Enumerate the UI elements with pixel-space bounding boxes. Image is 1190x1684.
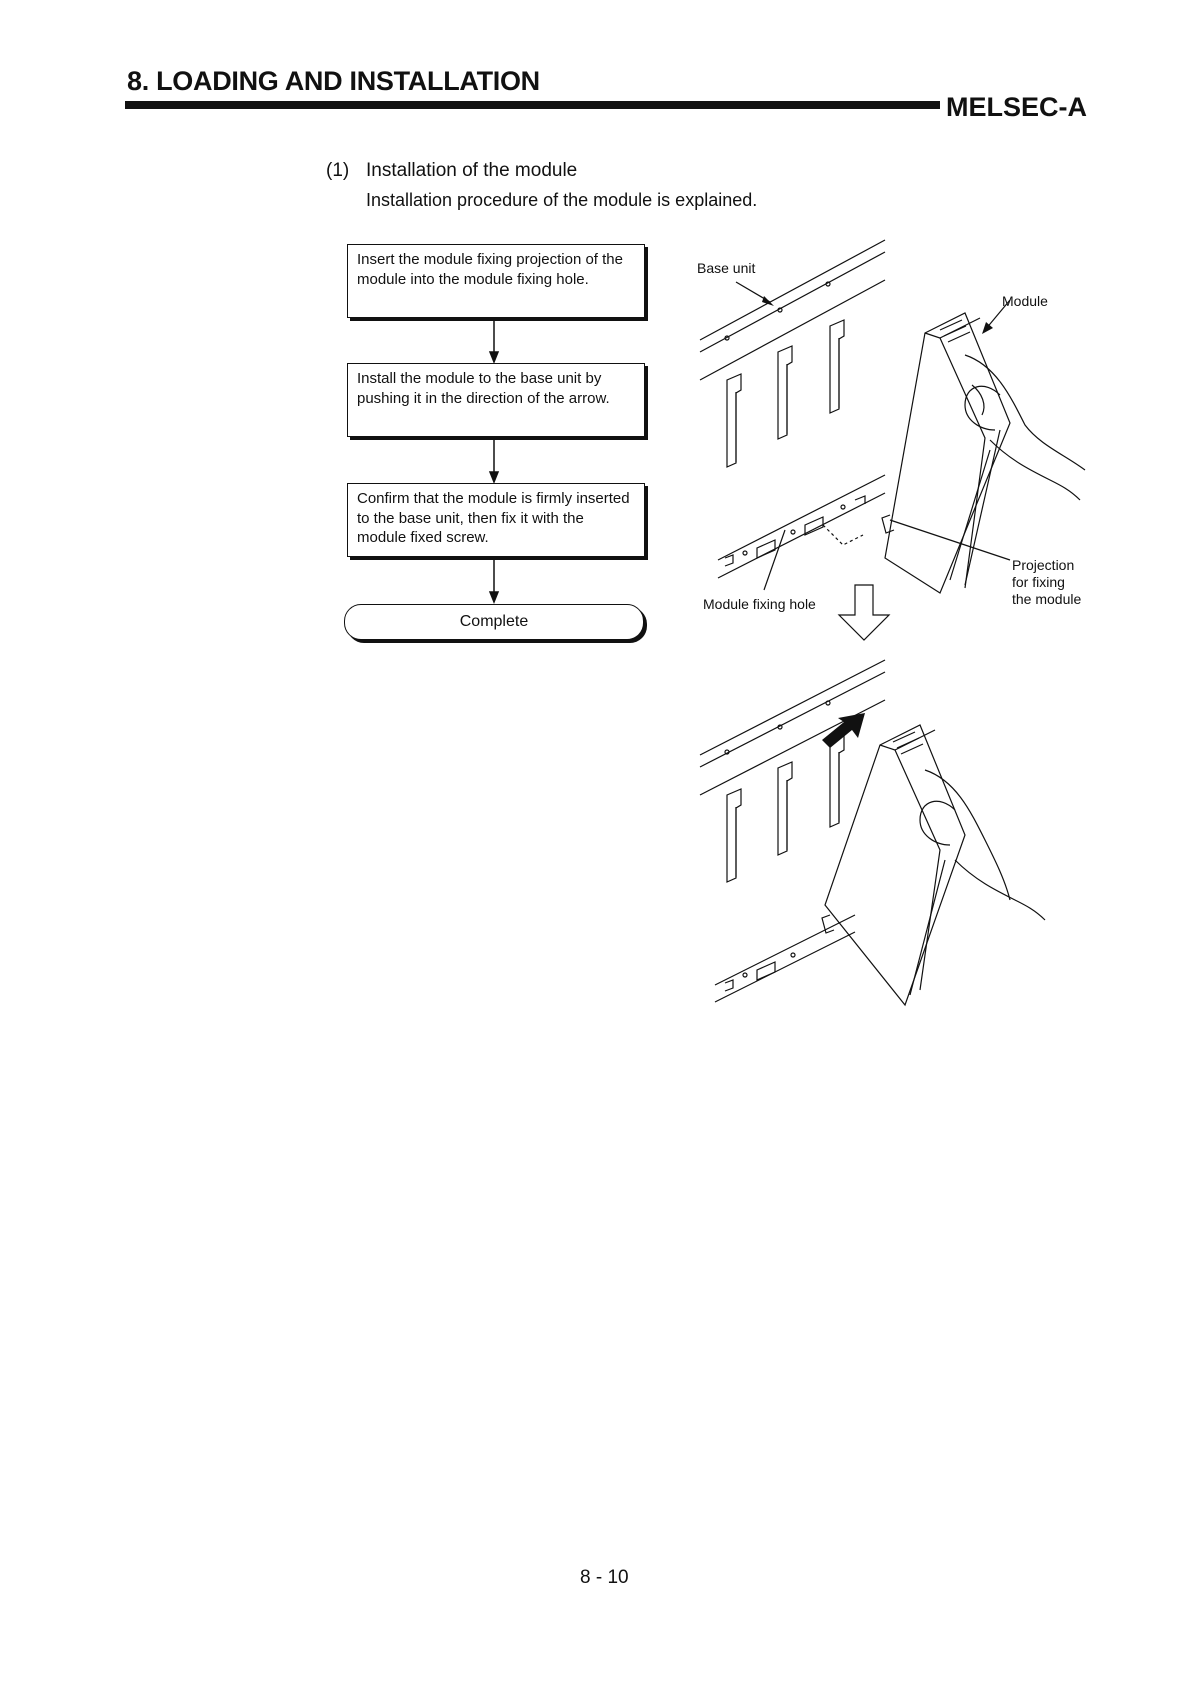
fixing-hole-leader [763, 529, 786, 591]
section-title: Installation of the module [366, 160, 578, 181]
flow-arrowhead-1 [488, 351, 500, 365]
flow-step-1: Insert the module fixing projection of t… [347, 244, 645, 318]
label-projection-line1: Projection [1012, 557, 1075, 573]
label-projection-line2: for fixing [1012, 574, 1065, 590]
projection-leader [889, 519, 1011, 561]
flow-step-2: Install the module to the base unit by p… [347, 363, 645, 437]
base-unit-drawing-top [699, 239, 886, 579]
chapter-title: 8. LOADING AND INSTALLATION [127, 66, 540, 96]
label-base-unit: Base unit [697, 260, 756, 276]
push-direction-arrow-icon [822, 713, 865, 748]
base-unit-drawing-bottom [699, 659, 886, 1003]
header-rule [125, 101, 940, 109]
section-number: (1) [326, 160, 350, 181]
flow-step-3: Confirm that the module is firmly insert… [347, 483, 645, 557]
section-intro: Installation procedure of the module is … [366, 190, 758, 210]
module-drawing-top [881, 312, 1011, 594]
section-heading: (1) Installation of the module [326, 160, 577, 182]
label-module: Module [1002, 293, 1048, 309]
hand-drawing-top [964, 354, 1086, 501]
label-module-fixing-hole: Module fixing hole [703, 596, 816, 612]
label-projection-line3: the module [1012, 591, 1082, 607]
page-number: 8 - 10 [580, 1567, 629, 1588]
down-arrow-icon [837, 584, 891, 641]
label-projection: Projection for fixing the module [1012, 557, 1081, 608]
flow-arrowhead-2 [488, 471, 500, 485]
flow-end-complete: Complete [344, 604, 644, 640]
module-drawing-bottom [821, 724, 966, 1007]
hand-drawing-bottom [919, 769, 1046, 921]
brand-label: MELSEC-A [946, 92, 1087, 122]
flow-arrowhead-3 [488, 591, 500, 605]
